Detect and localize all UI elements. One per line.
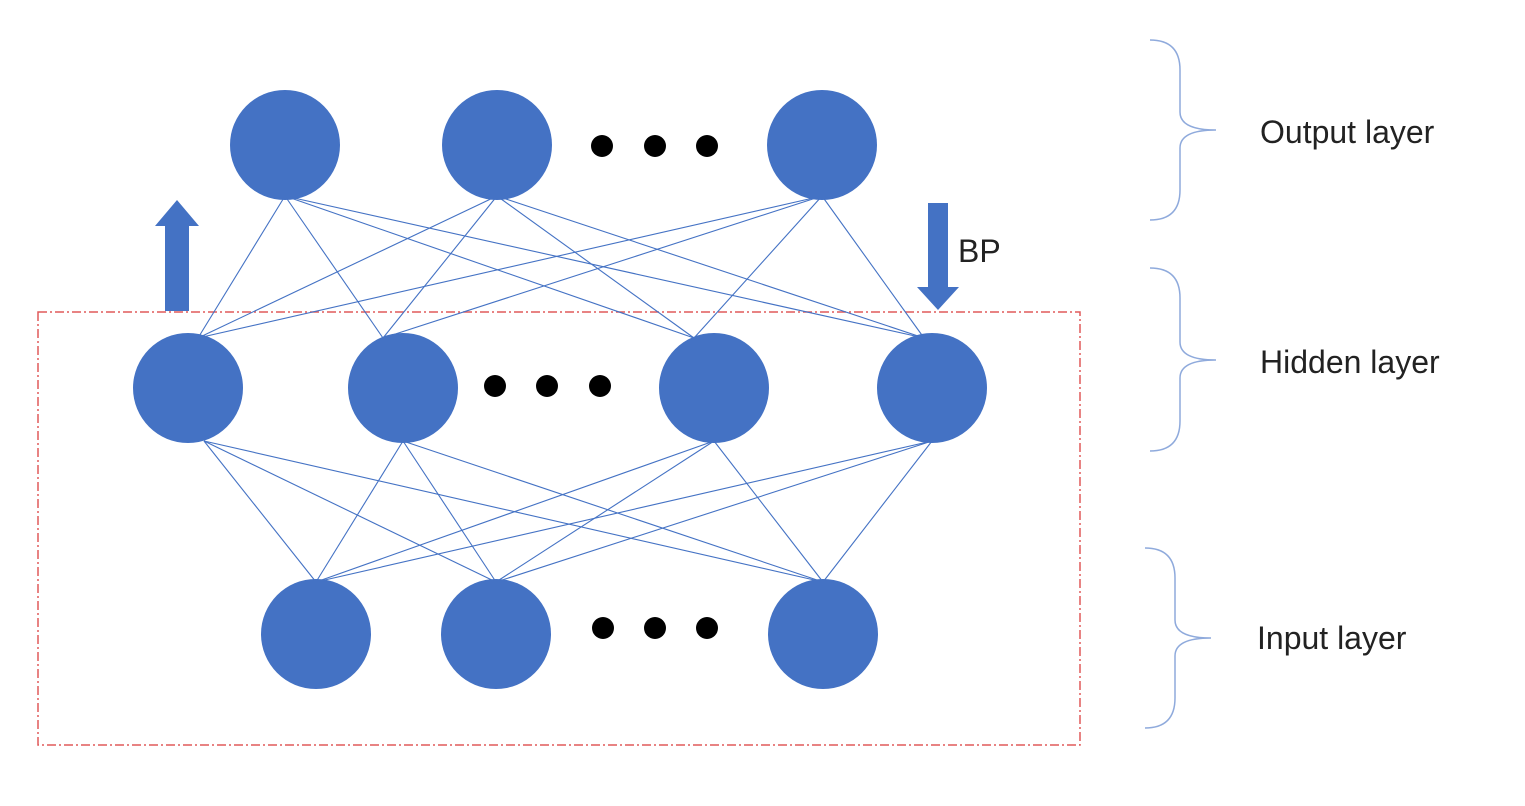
ellipsis-dot	[589, 375, 611, 397]
input-layer-label: Input layer	[1257, 620, 1407, 656]
hidden-input-connection	[402, 440, 497, 583]
input-neuron	[441, 579, 551, 689]
output-neuron	[767, 90, 877, 200]
ellipsis-dot	[644, 135, 666, 157]
hidden-ellipsis-icon	[484, 375, 611, 397]
input-ellipsis-icon	[592, 617, 718, 639]
hidden-input-connection	[495, 440, 715, 583]
output-hidden-connection	[496, 195, 695, 339]
output-layer-label: Output layer	[1260, 114, 1435, 150]
up-arrow-icon	[155, 200, 199, 311]
hidden-input-connection	[315, 440, 404, 583]
bp-label: BP	[958, 233, 1001, 269]
hidden-input-connection	[713, 440, 824, 583]
hidden-neuron	[877, 333, 987, 443]
output-hidden-connection	[197, 195, 823, 339]
output-hidden-connection	[284, 195, 384, 339]
output-hidden-connection	[382, 195, 498, 339]
hidden-neuron	[133, 333, 243, 443]
hidden-input-connection	[315, 440, 715, 583]
output-hidden-connection	[284, 195, 925, 339]
ellipsis-dot	[536, 375, 558, 397]
output-layer-brace-icon	[1149, 39, 1217, 221]
output-hidden-connection	[197, 195, 286, 339]
output-hidden-connection	[693, 195, 823, 339]
hidden-input-connection	[203, 440, 497, 583]
output-hidden-connection	[821, 195, 925, 339]
ellipsis-dot	[696, 135, 718, 157]
backprop-arrow	[917, 203, 959, 310]
output-ellipsis-icon	[591, 135, 718, 157]
ellipsis-dot	[592, 617, 614, 639]
hidden-neuron	[348, 333, 458, 443]
hidden-input-connection	[315, 440, 933, 583]
ellipsis-dot	[696, 617, 718, 639]
hidden-input-connection	[495, 440, 933, 583]
ellipsis-dot	[484, 375, 506, 397]
dashed-region-box	[37, 311, 1081, 746]
hidden-input-connection	[822, 440, 933, 583]
output-neuron	[230, 90, 340, 200]
connections	[197, 195, 933, 583]
forward-arrow	[155, 200, 199, 311]
neurons	[133, 90, 987, 689]
output-neuron	[442, 90, 552, 200]
input-layer-brace-icon	[1144, 547, 1212, 729]
hidden-input-connection	[402, 440, 824, 583]
hidden-neuron	[659, 333, 769, 443]
input-neuron	[261, 579, 371, 689]
ellipsis-dot	[591, 135, 613, 157]
hidden-layer-brace-icon	[1149, 267, 1217, 452]
hidden-layer-label: Hidden layer	[1260, 344, 1440, 380]
down-arrow-icon	[917, 203, 959, 310]
output-hidden-connection	[197, 195, 498, 339]
hidden-input-connection	[203, 440, 317, 583]
output-hidden-connection	[496, 195, 925, 339]
ellipsis-dot	[644, 617, 666, 639]
input-neuron	[768, 579, 878, 689]
output-hidden-connection	[382, 195, 823, 339]
output-hidden-connection	[284, 195, 695, 339]
